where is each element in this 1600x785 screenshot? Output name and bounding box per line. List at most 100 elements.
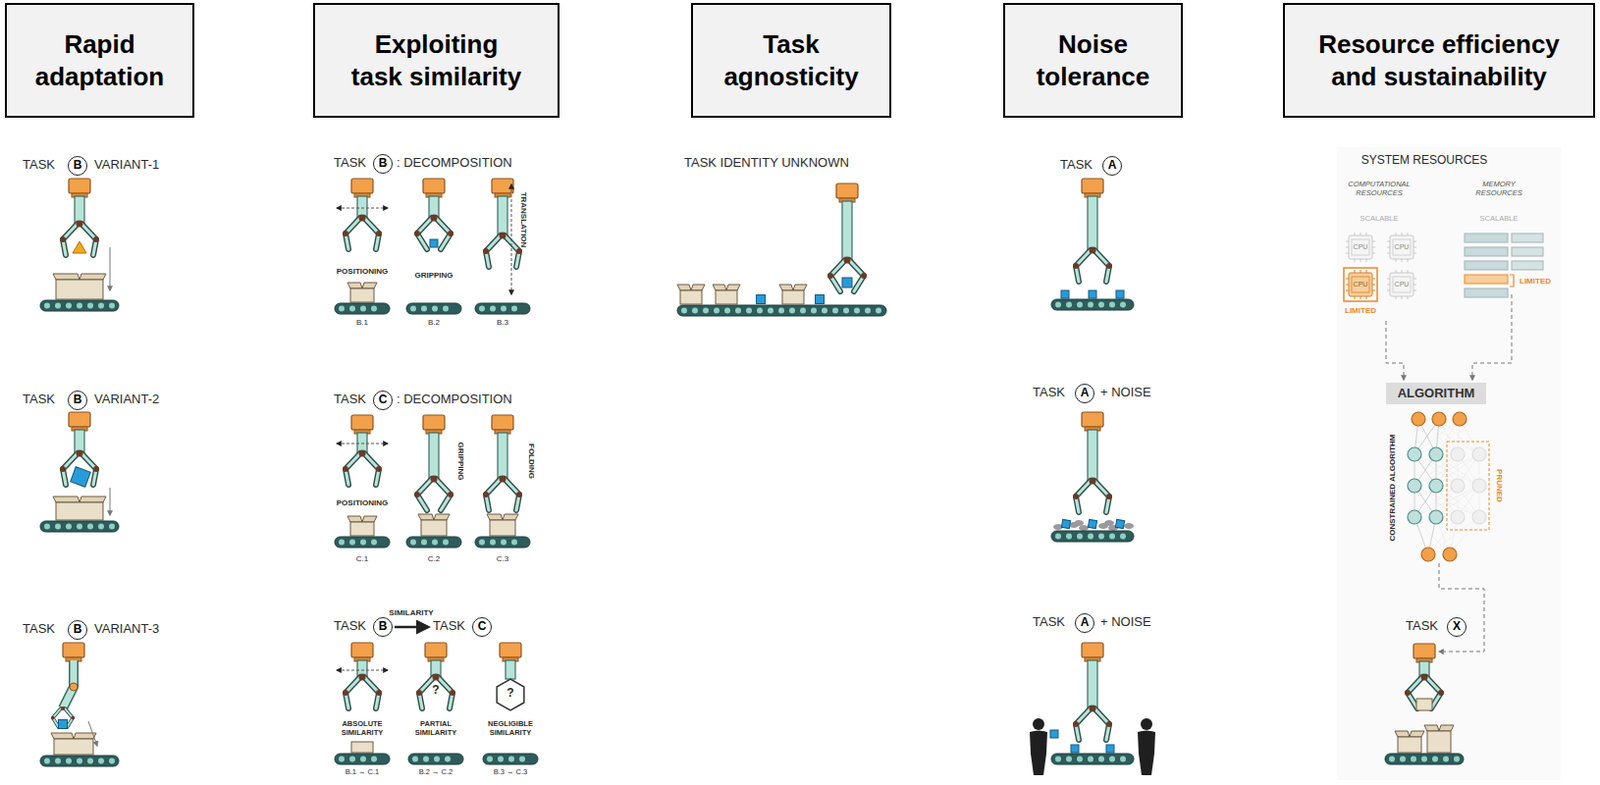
blue-cube (1061, 290, 1069, 299)
annotation-text: PRUNED (1493, 469, 1503, 503)
header-text: Exploiting task similarity (348, 28, 526, 93)
caption-text: TASK (333, 619, 367, 635)
conveyor-roller (681, 308, 688, 315)
conveyor-belt (1051, 299, 1134, 311)
annotation-text: TRANSLATION (518, 192, 528, 249)
unknown-gripper-hexagon (496, 679, 525, 711)
memory-block (1511, 261, 1544, 270)
gripper-joint (860, 272, 867, 279)
conveyor-roller (412, 756, 419, 763)
blue-cube (1106, 745, 1115, 753)
gripper-joint (1404, 690, 1411, 696)
gripper-joint (1089, 247, 1097, 255)
task-letter-badge: B (67, 390, 88, 411)
conveyor-roller (746, 308, 752, 315)
conveyor-roller (371, 306, 377, 313)
cardboard-box (53, 739, 94, 755)
conveyor-roller (789, 308, 796, 315)
conveyor-roller (360, 306, 367, 313)
limited-highlight (1343, 267, 1378, 302)
box-flap (1439, 725, 1454, 732)
robot-mount (1081, 642, 1104, 658)
network-neuron (1472, 510, 1487, 525)
header-text: Noise tolerance (1010, 28, 1177, 93)
conveyor-roller (338, 756, 345, 763)
conveyor-roller (76, 524, 83, 531)
conveyor-roller (479, 539, 485, 546)
gripper-joint (449, 690, 456, 696)
gripper-joint (359, 450, 367, 458)
conveyor-roller (421, 306, 427, 313)
conveyor-roller (1098, 756, 1105, 763)
box-flap (362, 516, 377, 523)
conveyor-roller (349, 306, 356, 313)
algorithm-label: ALGORITHM (1397, 386, 1476, 402)
conveyor-belt (406, 303, 462, 315)
caption-text: TASK IDENTITY UNKNOWN (684, 156, 850, 171)
robot-mount (491, 415, 514, 430)
gripper-joint (844, 257, 852, 265)
gripper-joint (416, 690, 423, 696)
arrow-line (109, 487, 111, 516)
annotation-text: CPU (1394, 280, 1410, 289)
blue-cube (1070, 745, 1079, 753)
conveyor-roller (479, 306, 485, 313)
conveyor-roller (349, 756, 356, 763)
network-neuron (1472, 479, 1487, 493)
conveyor-roller (442, 306, 449, 313)
blue-cube (1050, 730, 1059, 739)
box-flap (677, 284, 692, 291)
noise-blob (1104, 520, 1115, 527)
memory-block (1511, 247, 1544, 257)
annotation-text: B.2 (427, 318, 440, 327)
conveyor-roller (1055, 302, 1062, 309)
cardboard-box (680, 290, 702, 305)
gripper-joint (499, 476, 507, 483)
gripper-joint (342, 466, 349, 473)
robot-mount (351, 178, 374, 194)
person-body (1029, 731, 1048, 777)
annotation-text: B.3 (496, 318, 509, 327)
caption-text: TASK (1405, 619, 1439, 635)
box-flap (726, 284, 741, 291)
annotation-text: LIMITED (1344, 306, 1377, 316)
conveyor-roller (713, 308, 720, 315)
cardboard-box (1397, 737, 1422, 753)
caption-text: TASK (22, 622, 55, 638)
gripper-joint (60, 706, 65, 711)
conveyor-roller (864, 308, 871, 315)
conveyor-roller (508, 756, 515, 763)
annotation-text: C.3 (496, 554, 509, 564)
conveyor-roller (843, 308, 850, 315)
annotation-text: B.2 → C.2 (419, 768, 454, 778)
gripper-joint (516, 248, 523, 255)
network-neuron (1429, 479, 1443, 493)
box-flap (1424, 725, 1440, 732)
conveyor-roller (54, 524, 61, 531)
network-neuron (1411, 412, 1426, 427)
caption-text: TASK (1032, 385, 1066, 401)
arrow-line (109, 247, 111, 291)
memory-bar (1464, 274, 1508, 284)
gripper-joint (342, 690, 349, 696)
column-header: Exploiting task similarity (313, 2, 560, 118)
box-flap (1409, 731, 1425, 738)
conveyor-roller (1109, 302, 1116, 309)
robot-mount (1413, 643, 1436, 659)
conveyor-belt (40, 300, 119, 312)
conveyor-roller (54, 303, 61, 310)
robot-mount (836, 183, 858, 199)
robot-mount (1081, 412, 1104, 427)
blue-cube (815, 295, 825, 305)
robot-mount (1081, 178, 1104, 194)
conveyor-roller (444, 756, 451, 763)
task-letter-badge: B (67, 156, 88, 176)
gripper-joint (414, 491, 421, 498)
gripper-joint (76, 450, 84, 458)
conveyor-roller (360, 539, 367, 546)
output-arrow (1439, 563, 1485, 652)
gripper-joint (1421, 674, 1429, 682)
conveyor-roller (767, 308, 774, 315)
cardboard-box (489, 520, 516, 536)
network-neuron (1407, 447, 1422, 462)
